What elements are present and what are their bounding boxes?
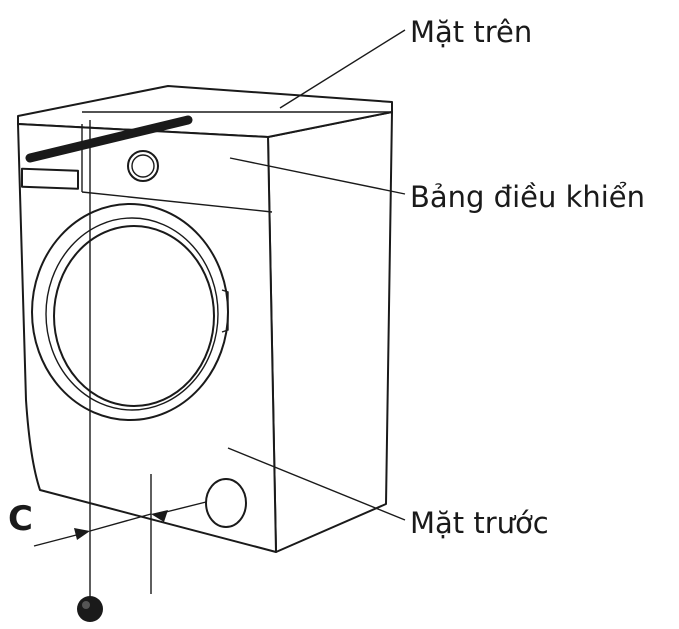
top-bar	[25, 115, 193, 163]
control-panel-edge	[81, 191, 273, 213]
leader-top	[279, 29, 406, 109]
arrow-right	[151, 510, 168, 522]
filter-cover	[205, 478, 247, 528]
dimension-line-left	[33, 532, 85, 547]
leader-front	[227, 447, 406, 521]
label-front-surface: Mặt trước	[410, 506, 549, 540]
measurement: C	[8, 120, 207, 622]
washing-machine	[17, 85, 393, 553]
label-top-surface: Mặt trên	[410, 15, 532, 49]
door-ring	[45, 217, 219, 411]
dimension-line-right	[165, 501, 207, 513]
label-c: C	[8, 499, 33, 539]
plumb-bob	[77, 596, 103, 622]
arrow-left	[74, 528, 90, 540]
door-glass	[53, 225, 215, 407]
leader-lines	[227, 29, 406, 521]
label-control-panel: Bảng điều khiển	[410, 180, 645, 214]
leader-control	[229, 157, 406, 195]
detergent-drawer	[21, 167, 79, 190]
